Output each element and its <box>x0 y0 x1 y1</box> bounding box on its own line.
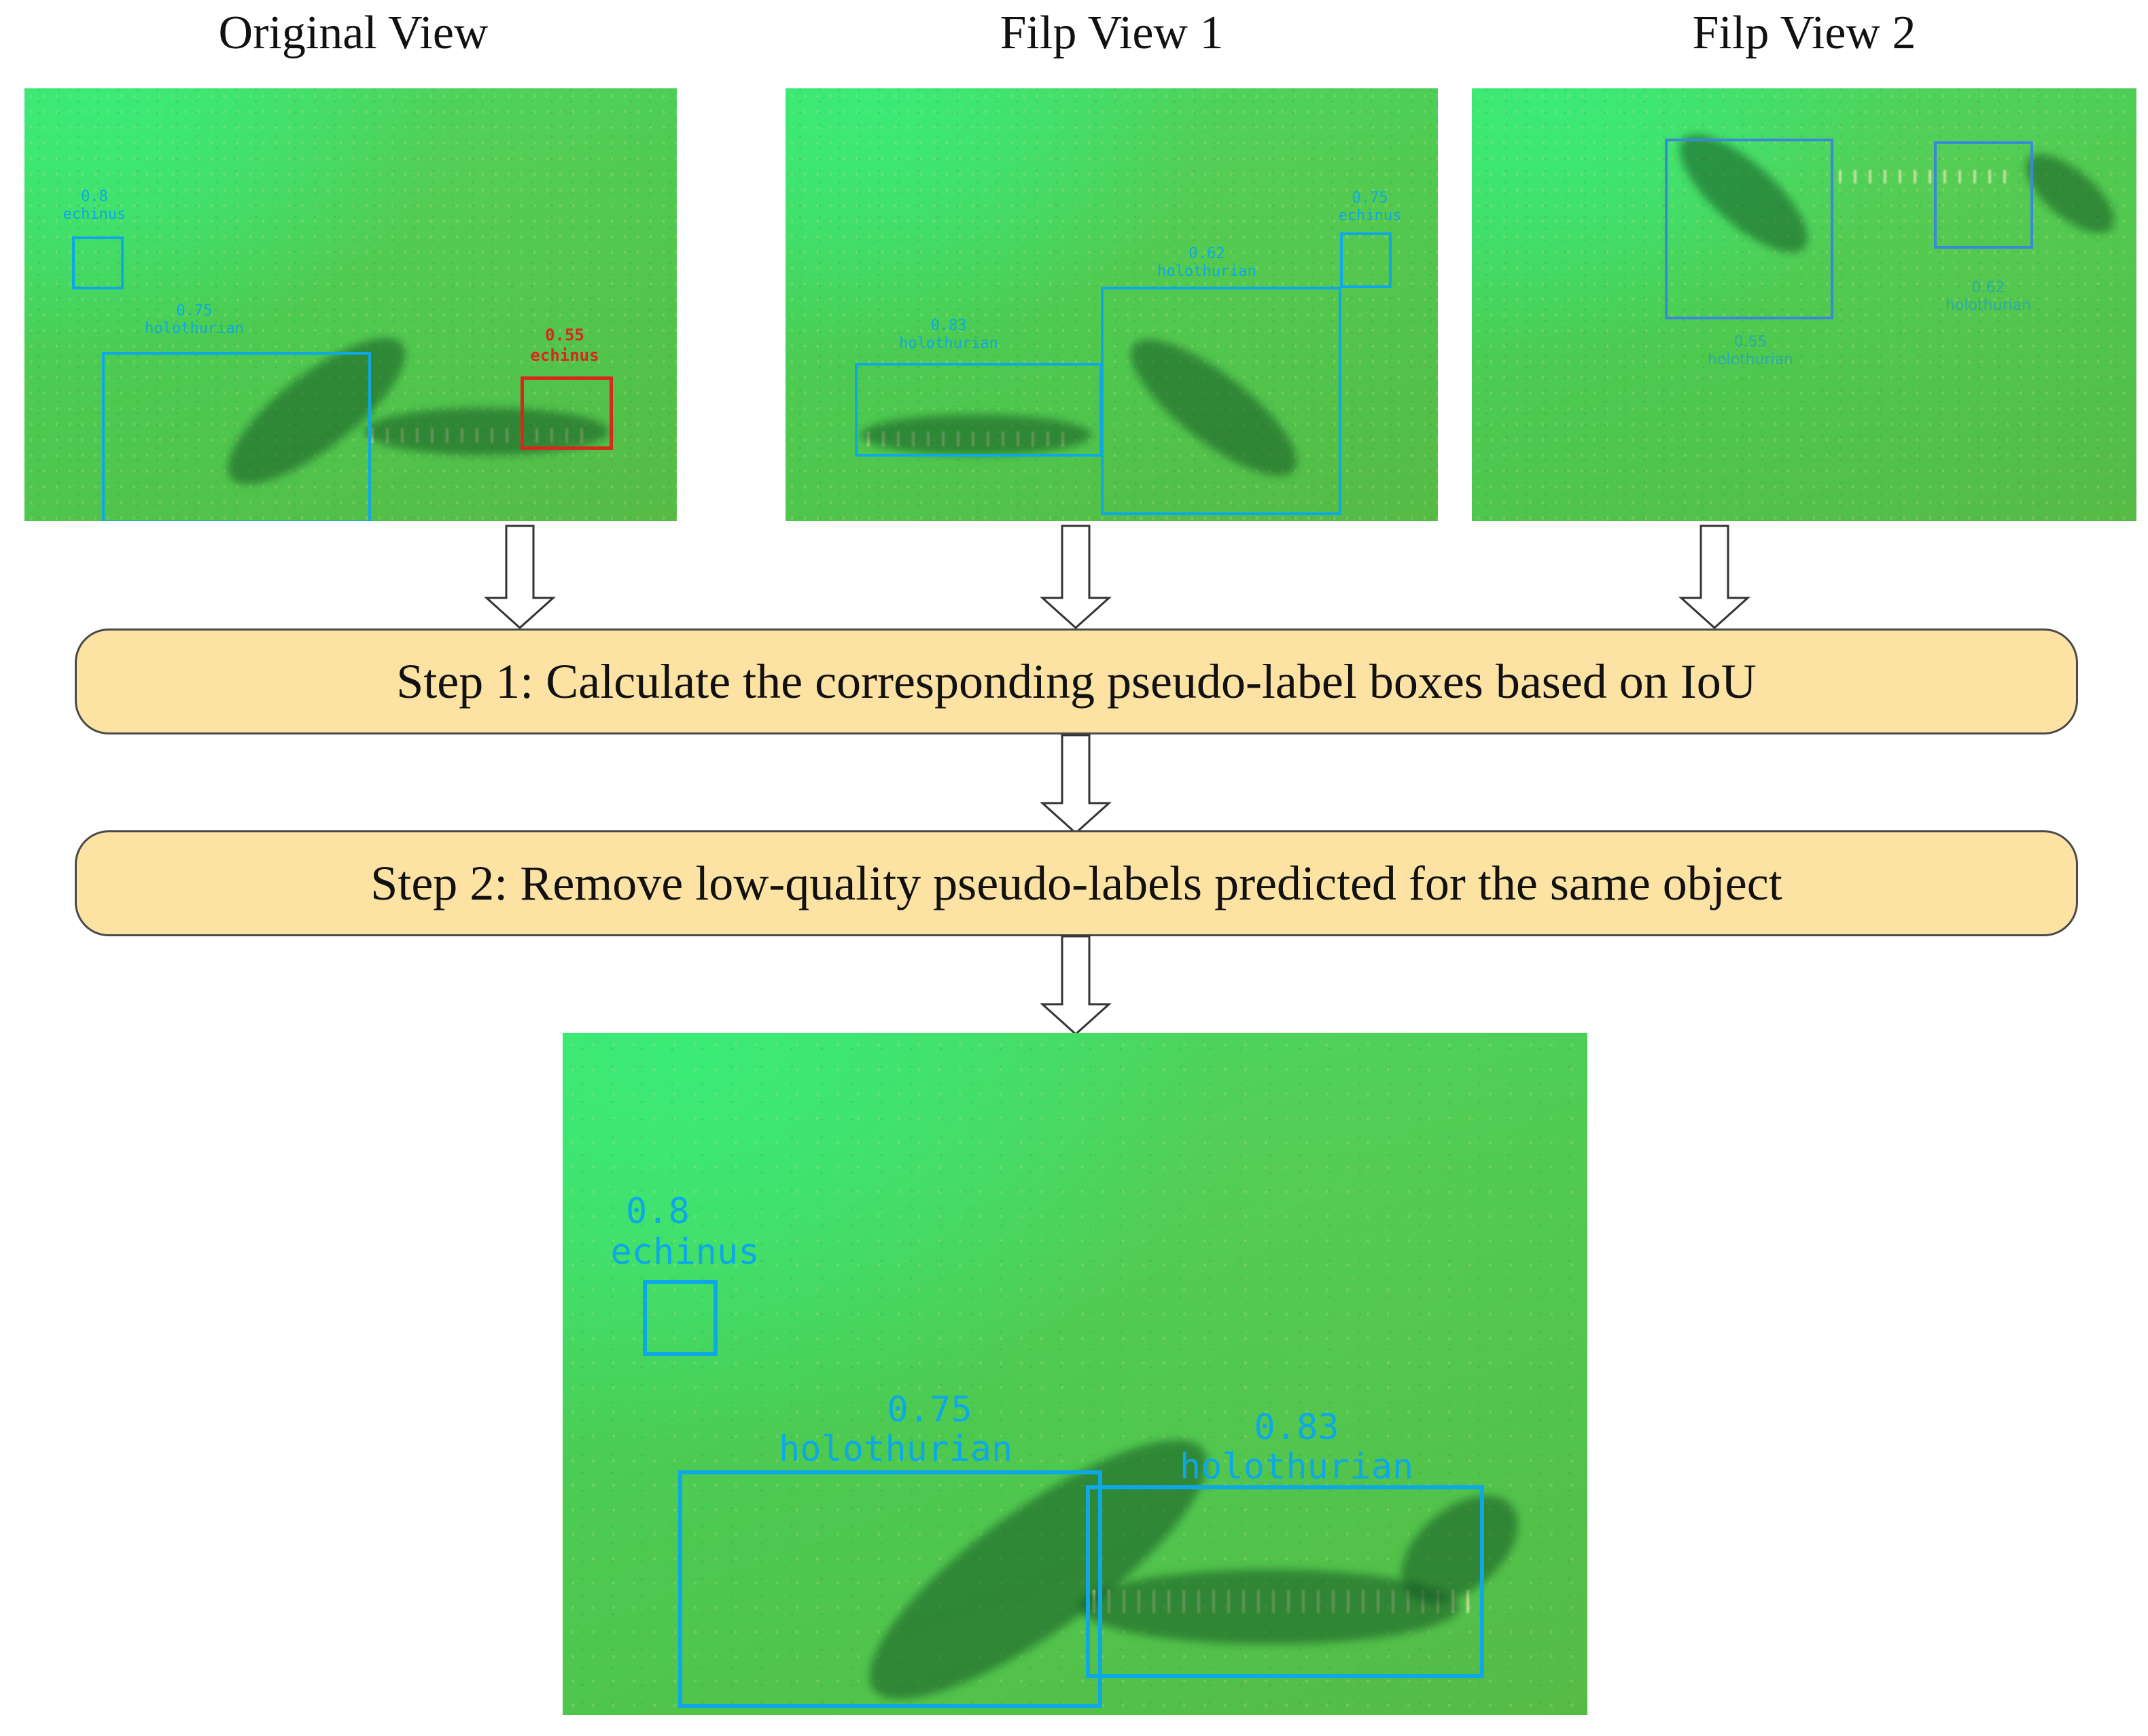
detection-label: holothurian <box>899 335 998 352</box>
detection-score: 0.83 <box>1254 1407 1339 1448</box>
detection-label: holothurian <box>1179 1447 1414 1487</box>
detection-label: echinus <box>63 206 126 223</box>
result-image: 0.8 echinus 0.75 holothurian 0.83 holoth… <box>563 1033 1587 1715</box>
flip-view-2-image: 0.55 holothurian 0.62 holothurian <box>1472 88 2136 521</box>
detection-box-echinus <box>643 1280 718 1356</box>
detection-box-holothurian <box>1086 1485 1484 1678</box>
detection-box-holothurian <box>1934 141 2033 249</box>
detection-score-removed: 0.55 <box>545 325 584 344</box>
detection-box-holothurian <box>855 363 1102 457</box>
down-arrow-icon <box>484 525 556 630</box>
original-view-title: Original View <box>218 7 489 59</box>
flip-view-1-title: Filp View 1 <box>1000 7 1224 59</box>
detection-score: 0.8 <box>626 1191 690 1232</box>
detection-box-holothurian <box>1101 287 1341 515</box>
detection-label: holothurian <box>778 1429 1013 1470</box>
step-1-box: Step 1: Calculate the corresponding pseu… <box>75 628 2078 734</box>
detection-score: 0.75 <box>1352 190 1388 207</box>
seabed-texture <box>1472 88 2136 521</box>
holothurian-shape <box>860 414 1091 455</box>
detection-score: 0.75 <box>887 1389 972 1430</box>
flip-view-1-image: 0.75 echinus 0.62 holothurian 0.83 holot… <box>786 88 1438 521</box>
step-2-box: Step 2: Remove low-quality pseudo-labels… <box>75 830 2078 936</box>
detection-box-holothurian <box>678 1470 1102 1708</box>
detection-label: holothurian <box>1707 351 1794 368</box>
detection-box-holothurian <box>1665 139 1833 319</box>
detection-box-holothurian <box>102 352 371 521</box>
holothurian-shape <box>1079 1570 1460 1644</box>
down-arrow-icon <box>1040 525 1112 630</box>
detection-label: holothurian <box>145 320 244 337</box>
flip-view-2-title: Filp View 2 <box>1692 7 1916 59</box>
down-arrow-icon <box>1040 935 1112 1036</box>
detection-label-removed: echinus <box>530 346 599 365</box>
detection-score: 0.62 <box>1189 245 1225 262</box>
original-view-image: 0.8 echinus 0.75 holothurian 0.55 echinu… <box>24 88 677 521</box>
detection-label: holothurian <box>1157 263 1256 280</box>
detection-score: 0.8 <box>81 188 108 205</box>
detection-label: echinus <box>610 1232 760 1273</box>
detection-score: 0.83 <box>930 317 967 334</box>
detection-box-removed <box>521 376 613 450</box>
detection-box-echinus <box>72 236 124 289</box>
detection-score: 0.62 <box>1971 279 2005 296</box>
detection-score: 0.75 <box>176 302 213 319</box>
detection-box-echinus <box>1340 232 1392 288</box>
detection-label: echinus <box>1338 207 1402 224</box>
detection-label: holothurian <box>1945 297 2032 314</box>
holothurian-spines <box>1839 170 2009 183</box>
detection-score: 0.55 <box>1733 334 1767 351</box>
down-arrow-icon <box>1040 734 1112 835</box>
down-arrow-icon <box>1678 525 1750 630</box>
